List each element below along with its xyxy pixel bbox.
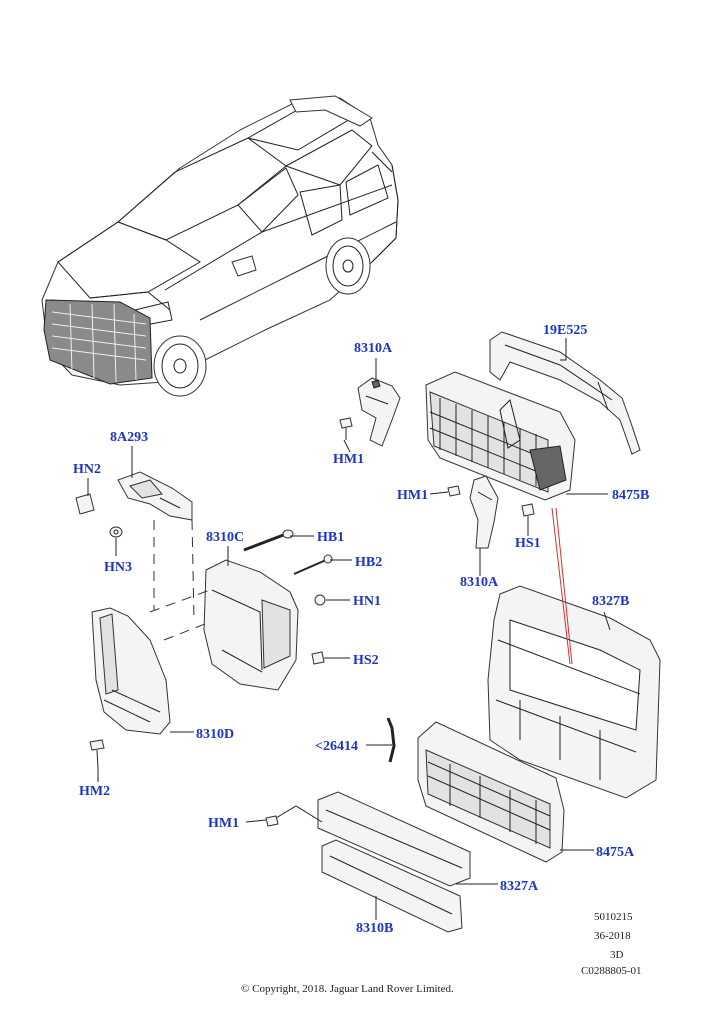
copyright-notice: © Copyright, 2018. Jaguar Land Rover Lim… — [241, 983, 454, 995]
part-8475B-shutter-assembly — [425, 371, 576, 501]
label-HM1-bottom: HM1 — [208, 816, 239, 831]
alignment-lines — [149, 507, 573, 665]
label-HS1: HS1 — [515, 536, 541, 551]
label-HM1-top: HM1 — [333, 452, 364, 467]
label-HN1: HN1 — [353, 594, 381, 609]
label-8475B: 8475B — [612, 488, 649, 503]
label-8310C: 8310C — [206, 530, 244, 545]
label-HM1-mid: HM1 — [397, 488, 428, 503]
part-8310A-upper-bracket — [339, 377, 401, 447]
label-HB2: HB2 — [355, 555, 382, 570]
ref-code-4: C0288805-01 — [581, 965, 642, 977]
part-8327B-frame — [487, 585, 661, 799]
part-8310B-bottom-seal — [321, 839, 463, 933]
ref-code-2: 36-2018 — [594, 930, 631, 942]
label-8310A-bottom: 8310A — [460, 575, 499, 590]
label-HN3: HN3 — [104, 560, 132, 575]
leader-lines — [87, 338, 611, 920]
ref-code-3: 3D — [610, 949, 624, 961]
label-8310A-top: 8310A — [354, 341, 393, 356]
label-19E525: 19E525 — [543, 323, 587, 338]
part-8310D-side-duct — [89, 607, 171, 769]
label-8327A: 8327A — [500, 879, 539, 894]
label-HB1: HB1 — [317, 530, 344, 545]
label-8A293: 8A293 — [110, 430, 148, 445]
part-8A293-bracket — [75, 471, 193, 538]
ref-code-1: 5010215 — [594, 911, 633, 923]
part-19E525-bracket — [489, 331, 641, 455]
part-8310C-side-bracket — [203, 529, 333, 691]
reference-codes: 5010215 36-2018 3D C0288805-01 — [581, 911, 642, 977]
part-8327A-lower-deflector — [265, 791, 471, 887]
label-HN2: HN2 — [73, 462, 101, 477]
label-8475A: 8475A — [596, 845, 635, 860]
label-HS2: HS2 — [353, 653, 379, 668]
label-HM2: HM2 — [79, 784, 110, 799]
label-8310D: 8310D — [196, 727, 234, 742]
part-labels: 19E525 8310A HM1 8A293 HN2 HN3 HM1 8475B… — [73, 323, 649, 936]
part-8310A-lower-bracket — [447, 475, 535, 549]
label-26414: <26414 — [315, 739, 358, 754]
label-8327B: 8327B — [592, 594, 629, 609]
label-8310B: 8310B — [356, 921, 393, 936]
part-8475A-lower-shutter — [417, 721, 565, 863]
vehicle-illustration — [41, 95, 399, 397]
